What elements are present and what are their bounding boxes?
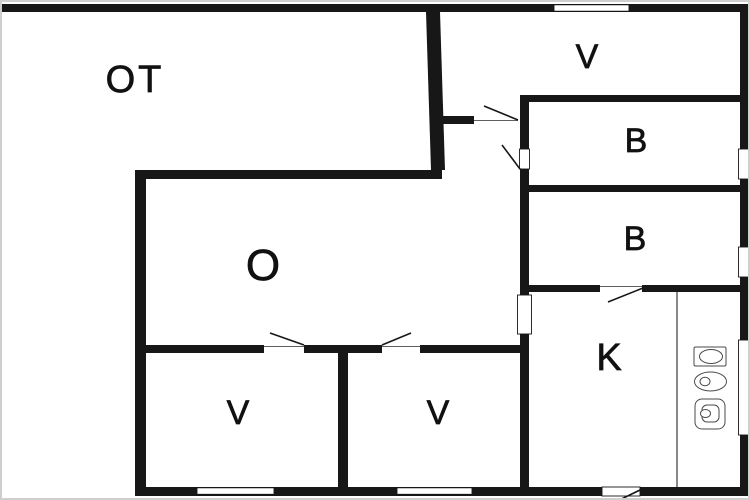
oven-appliance-icon: [694, 398, 726, 430]
window-middle-room: [396, 487, 473, 495]
room-label-living-room: O: [246, 241, 280, 290]
door-leaf-bedroom1: [501, 144, 521, 170]
doors: [264, 105, 644, 498]
window-bedroom2: [738, 246, 748, 278]
door-leaf-exterior: [621, 489, 641, 498]
door-leaf-middle-room: [381, 332, 412, 346]
window-kitchen: [738, 339, 748, 436]
wall-living-top: [135, 170, 442, 179]
room-label-terrace: OT: [106, 59, 165, 101]
door-leaf-kitchen: [607, 287, 644, 303]
interior-walls: [135, 12, 741, 487]
room-label-top-room: V: [576, 38, 599, 76]
door-opening-exterior: [601, 486, 641, 497]
room-label-bedroom1: B: [625, 122, 648, 160]
wall-left: [135, 170, 146, 496]
wall-vrooms-divider: [338, 353, 348, 487]
wall-vrooms-top-b: [304, 345, 382, 353]
wall-bedroom1-top: [520, 95, 741, 102]
room-label-left-room: V: [227, 394, 250, 432]
wall-kitchen-top-left: [520, 285, 600, 292]
door-leaf-terrace: [483, 105, 519, 121]
wall-vrooms-top-c: [420, 345, 520, 353]
windows: [196, 4, 748, 497]
window-left-room: [196, 487, 275, 495]
wall-vertical-lower: [520, 334, 529, 487]
wall-hall-stub: [441, 116, 474, 124]
room-labels: OT V B B O V V K: [105, 38, 648, 433]
room-label-middle-room: V: [427, 394, 450, 432]
window-top-room: [553, 4, 630, 12]
wall-top: [2, 4, 748, 12]
kitchen-fixtures: [676, 292, 727, 487]
window-bedroom1: [738, 148, 748, 180]
sink-icon: [693, 346, 727, 367]
wall-bedroom-divider: [520, 185, 741, 192]
window-passthrough-living-kitchen: [517, 294, 532, 335]
wall-vrooms-top-a: [135, 345, 264, 353]
door-leaf-left-room: [269, 332, 305, 346]
door-opening-bedroom1: [519, 148, 530, 170]
wall-terrace-slanted: [426, 12, 445, 170]
wall-vertical-upper: [520, 95, 529, 149]
wall-kitchen-top-right: [642, 285, 741, 292]
wall-vertical-middle: [520, 169, 529, 295]
stove-burner-icon: [694, 371, 727, 392]
room-label-kitchen: K: [596, 337, 621, 379]
room-label-bedroom2: B: [624, 220, 647, 258]
